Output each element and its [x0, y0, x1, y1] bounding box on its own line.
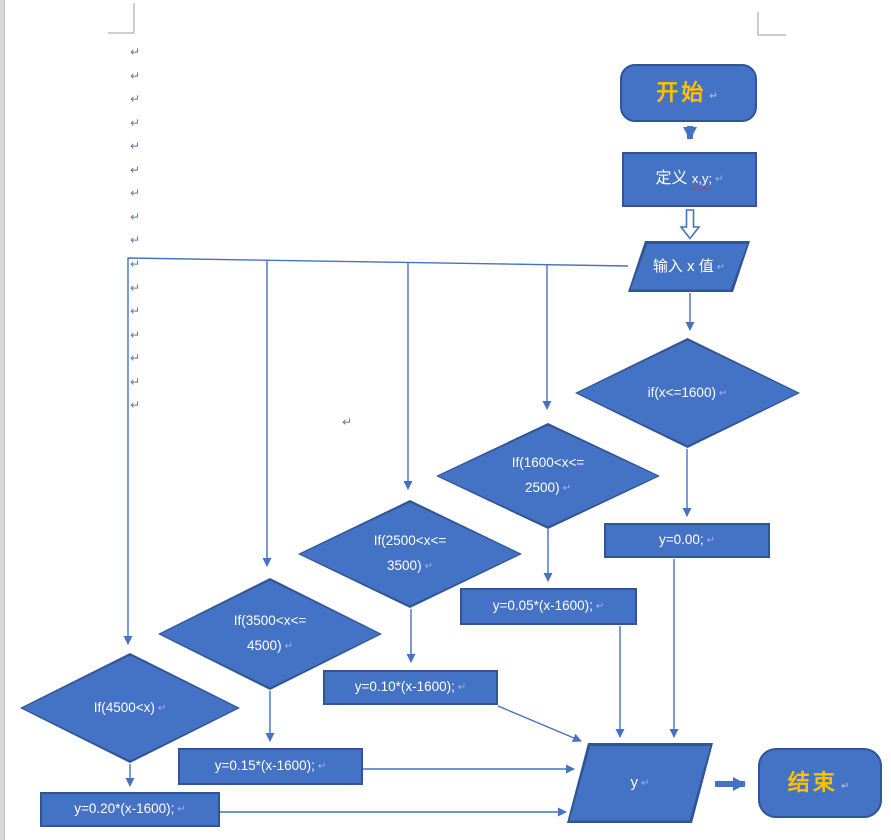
paragraph-mark: ↵: [641, 778, 650, 790]
paragraph-mark: ↵: [130, 398, 141, 412]
result-y-015[interactable]: y=0.15*(x-1600);↵: [178, 748, 363, 785]
paragraph-mark: ↵: [284, 641, 293, 652]
decision-1600-to-2500[interactable]: If(1600<x<= 2500)↵: [436, 423, 660, 529]
paragraph-mark: ↵: [457, 682, 467, 694]
paragraph-mark: ↵: [130, 116, 141, 130]
paragraph-mark: ↵: [130, 163, 141, 177]
end-label: 结束: [787, 769, 838, 795]
result-label: y=0.15*(x-1600);: [214, 758, 315, 774]
result-label: y=0.10*(x-1600);: [354, 679, 455, 695]
crop-mark-top-right: [757, 12, 786, 36]
decision-label-line1: If(3500<x<=: [233, 613, 307, 629]
shape-fill: [570, 746, 711, 821]
paragraph-mark: ↵: [130, 92, 141, 106]
decision-label-line1: If(2500<x<=: [373, 533, 447, 549]
paragraph-mark: ↵: [130, 304, 141, 318]
paragraph-mark: ↵: [130, 45, 141, 59]
define-node[interactable]: 定义 x,y;↵: [622, 152, 757, 207]
decision-label-line2: 4500): [247, 638, 282, 653]
result-y-020[interactable]: y=0.20*(x-1600);↵: [40, 792, 220, 827]
result-label: y=0.20*(x-1600);: [74, 801, 175, 817]
end-node[interactable]: 结束↵: [758, 748, 882, 818]
decision-label: if(x<=1600): [647, 384, 716, 400]
paragraph-mark: ↵: [130, 139, 141, 153]
paragraph-mark: ↵: [157, 702, 167, 714]
paragraph-mark: ↵: [716, 261, 726, 273]
paragraph-mark: ↵: [317, 761, 327, 773]
paragraph-mark: ↵: [130, 233, 141, 247]
paragraph-mark: ↵: [840, 780, 853, 792]
paragraph-mark: ↵: [709, 90, 721, 102]
decision-x-le-1600[interactable]: if(x<=1600)↵: [575, 338, 800, 448]
paragraph-mark: ↵: [130, 328, 141, 342]
decision-3500-to-4500[interactable]: If(3500<x<= 4500)↵: [158, 578, 382, 690]
paragraph-mark: ↵: [130, 257, 141, 271]
start-node[interactable]: 开始↵: [620, 64, 757, 122]
result-y-010[interactable]: y=0.10*(x-1600);↵: [323, 670, 498, 705]
output-label: y: [630, 774, 639, 792]
paragraph-mark: ↵: [130, 281, 141, 295]
paragraph-mark: ↵: [130, 351, 141, 365]
paragraph-mark: ↵: [715, 174, 724, 186]
define-vars-misspelled: x,y;: [691, 171, 713, 187]
result-label: y=0.05*(x-1600);: [492, 598, 593, 614]
paragraph-mark: ↵: [130, 186, 141, 200]
decision-label: If(4500<x): [93, 699, 155, 715]
shape-fill: [631, 244, 748, 290]
paragraph-mark: ↵: [177, 804, 186, 816]
decision-label-line2: 3500): [387, 558, 422, 573]
connector-trunk-to-d5[interactable]: [123, 257, 629, 645]
paragraph-mark: ↵: [342, 415, 353, 429]
result-label: y=0.00;: [658, 532, 704, 548]
paragraph-mark: ↵: [706, 535, 716, 547]
connector-r3-to-output[interactable]: [497, 705, 582, 743]
paragraph-mark: ↵: [595, 601, 605, 613]
decision-label-line1: If(1600<x<=: [511, 455, 585, 471]
result-y-005[interactable]: y=0.05*(x-1600);↵: [460, 588, 637, 625]
paragraph-mark: ↵: [562, 483, 571, 494]
paragraph-mark: ↵: [424, 561, 433, 572]
decision-label-line2: 2500): [525, 480, 560, 495]
output-node[interactable]: y↵: [567, 743, 713, 823]
page-edge: [0, 0, 5, 840]
paragraph-mark: ↵: [130, 210, 141, 224]
result-y-000[interactable]: y=0.00;↵: [604, 523, 770, 558]
paragraph-mark: ↵: [130, 69, 141, 83]
crop-mark-top-left: [108, 3, 135, 34]
arrow-define-to-input-hollow[interactable]: [679, 209, 701, 240]
paragraph-mark: ↵: [718, 387, 728, 399]
input-node[interactable]: 输入 x 值↵: [628, 241, 750, 292]
define-label: 定义: [655, 170, 692, 188]
decision-gt-4500[interactable]: If(4500<x)↵: [20, 653, 240, 763]
input-label: 输入 x 值: [652, 257, 714, 275]
start-label: 开始: [656, 79, 707, 105]
paragraph-mark: ↵: [130, 375, 141, 389]
